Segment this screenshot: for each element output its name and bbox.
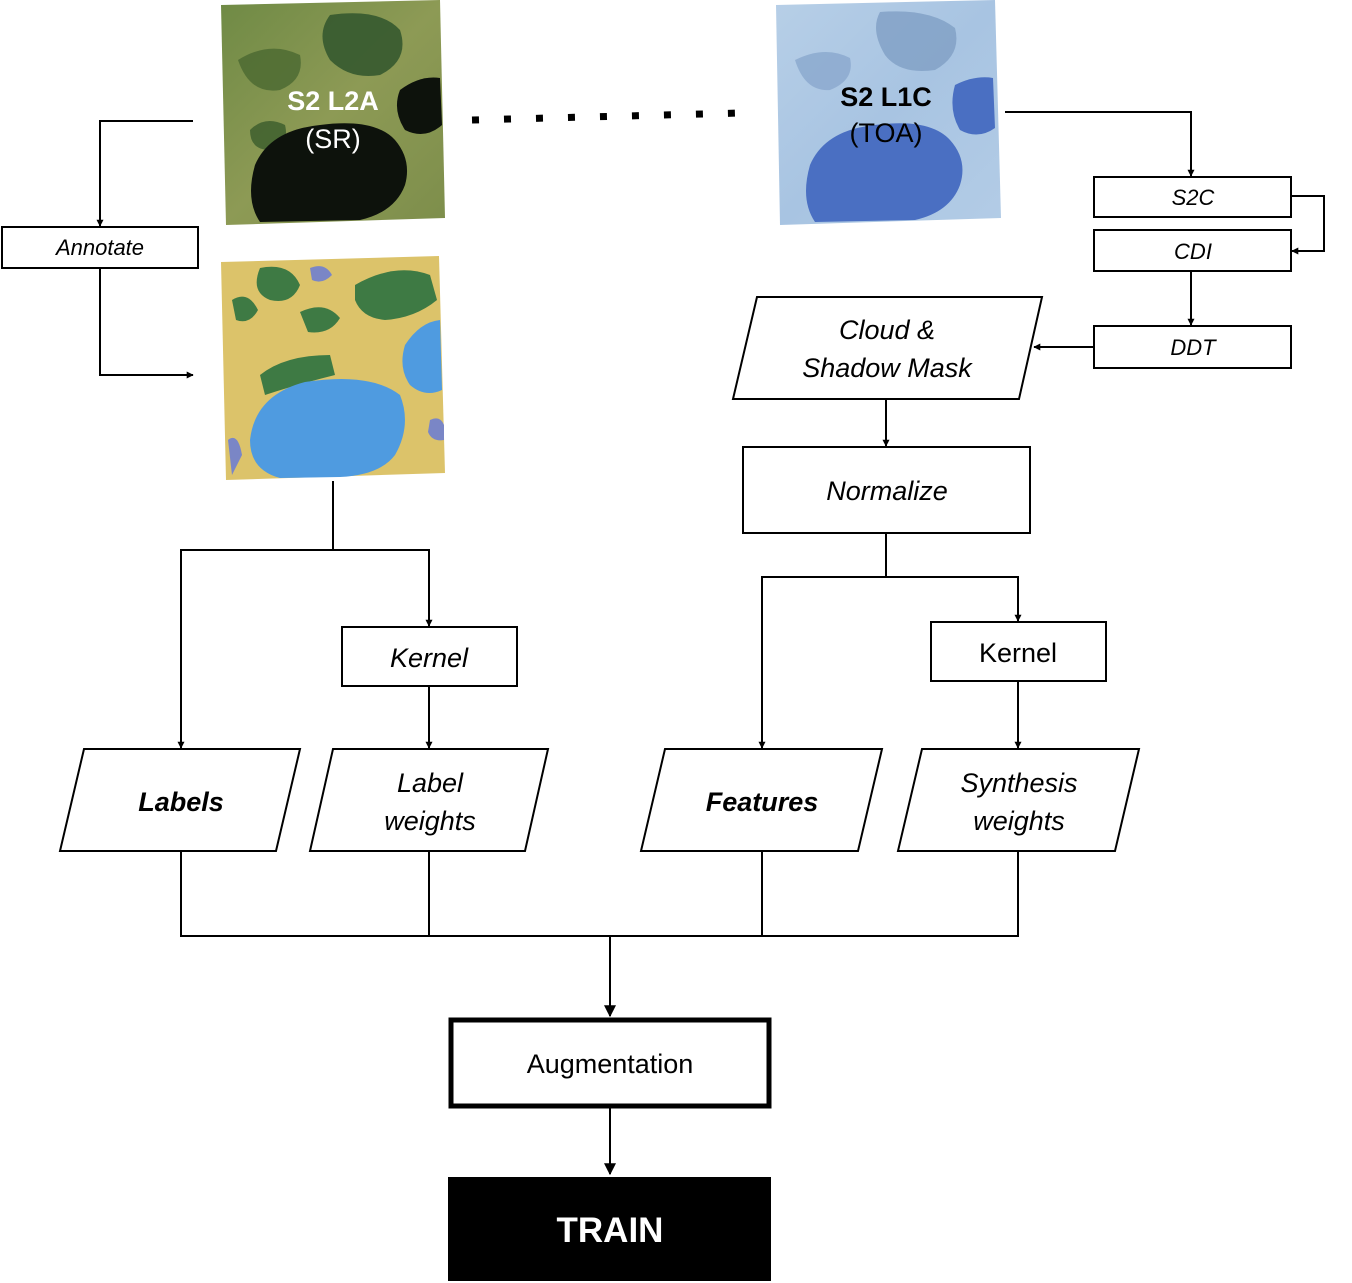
kernel-right-box: [930, 621, 1107, 682]
synthesis-weights-line2: weights: [973, 806, 1065, 836]
normalize-to-kernel-arrow: [886, 576, 1022, 622]
augmentation-box: [448, 1017, 772, 1109]
features-shape: [639, 748, 884, 852]
ddt-box: [1093, 325, 1292, 369]
map-split-line: [180, 481, 334, 748]
dotted-link: [471, 109, 741, 124]
s2c-to-cdi-arrow: [1291, 195, 1325, 255]
s2-l1c-toa-image: S2 L1C (TOA): [776, 0, 1001, 225]
train-box: [448, 1177, 771, 1281]
kernel-left-label: Kernel: [390, 643, 469, 673]
s2-l1c-title: S2 L1C: [840, 82, 932, 112]
annotate-box: [1, 226, 199, 269]
s2-l1c-subtitle: (TOA): [850, 118, 923, 148]
kernel-left-box: [341, 626, 518, 687]
l2a-to-annotate-arrow: [96, 120, 193, 227]
augmentation-label: Augmentation: [527, 1049, 694, 1079]
label-weights-shape: [308, 748, 550, 852]
synthesis-weights-shape: [896, 748, 1141, 852]
s2-l2a-title: S2 L2A: [287, 86, 379, 116]
normalize-label: Normalize: [826, 476, 948, 506]
label-weights-line2: weights: [384, 806, 476, 836]
s2-l2a-subtitle: (SR): [305, 124, 361, 154]
labels-label: Labels: [138, 787, 224, 817]
s2-l2a-sr-image: S2 L2A (SR): [221, 0, 445, 225]
annotate-label: Annotate: [54, 235, 144, 260]
s2c-box: [1093, 176, 1292, 218]
train-label: TRAIN: [557, 1211, 664, 1250]
cdi-box: [1093, 229, 1292, 272]
cloud-shadow-mask-shape: [731, 296, 1044, 400]
features-label: Features: [706, 787, 819, 817]
map-to-kernel-arrow: [333, 549, 433, 627]
cloud-mask-line2: Shadow Mask: [802, 353, 973, 383]
kernel-right-label: Kernel: [979, 638, 1057, 668]
normalize-box: [742, 446, 1031, 534]
normalize-split-line: [761, 533, 887, 730]
cdi-label: CDI: [1174, 239, 1212, 264]
s2c-label: S2C: [1172, 185, 1215, 210]
annotate-to-map-arrow: [99, 268, 194, 379]
annotation-map: [221, 256, 445, 480]
labels-shape: [58, 748, 302, 852]
l1c-to-s2c-arrow: [1005, 111, 1195, 177]
cloud-mask-line1: Cloud &: [839, 315, 935, 345]
ddt-label: DDT: [1170, 335, 1217, 360]
synthesis-weights-line1: Synthesis: [960, 768, 1077, 798]
label-weights-line1: Label: [397, 768, 464, 798]
